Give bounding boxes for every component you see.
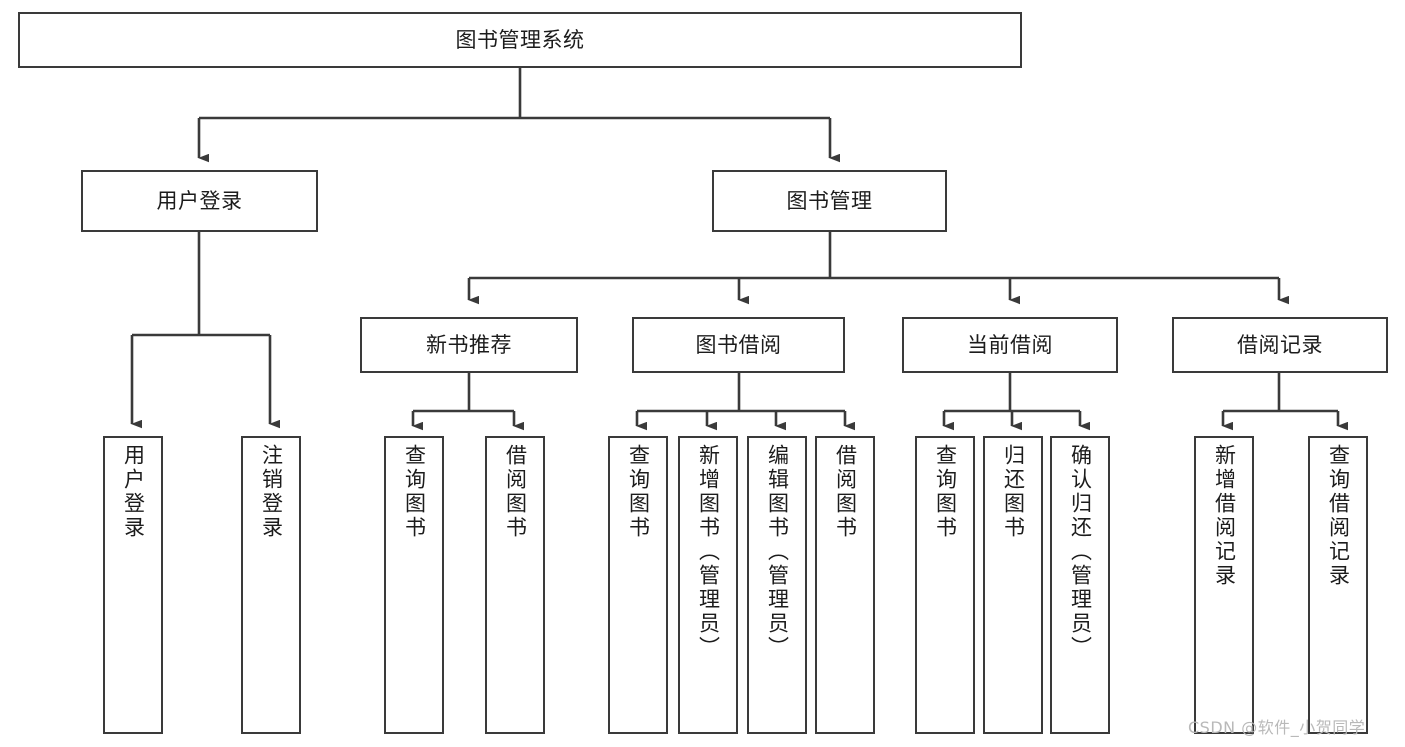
- node-current-borrow-label: 当前借阅: [967, 332, 1053, 357]
- node-leaf-query-record[interactable]: 查询借阅记录: [1308, 436, 1368, 734]
- node-leaf-add-record[interactable]: 新增借阅记录: [1194, 436, 1254, 734]
- node-leaf-query-record-label: 查询借阅记录: [1326, 444, 1351, 588]
- node-borrow-record[interactable]: 借阅记录: [1172, 317, 1388, 373]
- node-leaf-query-book-3[interactable]: 查询图书: [915, 436, 975, 734]
- node-leaf-query-book-2[interactable]: 查询图书: [608, 436, 668, 734]
- node-book-manage[interactable]: 图书管理: [712, 170, 947, 232]
- node-new-book-recommend-label: 新书推荐: [426, 332, 512, 357]
- node-book-borrow-label: 图书借阅: [695, 332, 782, 357]
- node-leaf-logout-login[interactable]: 注销登录: [241, 436, 301, 734]
- node-leaf-add-book-label: 新增图书（管理员）: [696, 444, 721, 660]
- node-leaf-return-book[interactable]: 归还图书: [983, 436, 1043, 734]
- node-book-borrow[interactable]: 图书借阅: [632, 317, 845, 373]
- node-leaf-return-book-label: 归还图书: [1001, 444, 1026, 540]
- node-leaf-logout-login-label: 注销登录: [259, 444, 284, 540]
- node-leaf-confirm-return-label: 确认归还（管理员）: [1068, 444, 1093, 660]
- node-user-login[interactable]: 用户登录: [81, 170, 318, 232]
- node-leaf-add-record-label: 新增借阅记录: [1212, 444, 1237, 588]
- node-leaf-user-login-label: 用户登录: [121, 444, 146, 540]
- node-leaf-borrow-book-2[interactable]: 借阅图书: [815, 436, 875, 734]
- node-leaf-query-book-2-label: 查询图书: [626, 444, 651, 540]
- node-current-borrow[interactable]: 当前借阅: [902, 317, 1118, 373]
- node-root[interactable]: 图书管理系统: [18, 12, 1022, 68]
- csdn-watermark: CSDN @软件_小贺同学: [1188, 718, 1366, 737]
- node-user-login-label: 用户登录: [156, 188, 243, 213]
- node-leaf-edit-book-label: 编辑图书（管理员）: [765, 444, 790, 660]
- node-root-label: 图书管理系统: [455, 27, 585, 52]
- node-leaf-borrow-book-1-label: 借阅图书: [503, 444, 528, 540]
- node-leaf-query-book-1[interactable]: 查询图书: [384, 436, 444, 734]
- node-leaf-borrow-book-1[interactable]: 借阅图书: [485, 436, 545, 734]
- node-leaf-borrow-book-2-label: 借阅图书: [833, 444, 858, 540]
- node-leaf-confirm-return[interactable]: 确认归还（管理员）: [1050, 436, 1110, 734]
- node-leaf-query-book-3-label: 查询图书: [933, 444, 958, 540]
- node-new-book-recommend[interactable]: 新书推荐: [360, 317, 578, 373]
- node-leaf-add-book[interactable]: 新增图书（管理员）: [678, 436, 738, 734]
- node-book-manage-label: 图书管理: [786, 188, 873, 213]
- node-leaf-query-book-1-label: 查询图书: [402, 444, 427, 540]
- node-leaf-user-login[interactable]: 用户登录: [103, 436, 163, 734]
- node-leaf-edit-book[interactable]: 编辑图书（管理员）: [747, 436, 807, 734]
- node-borrow-record-label: 借阅记录: [1237, 332, 1323, 357]
